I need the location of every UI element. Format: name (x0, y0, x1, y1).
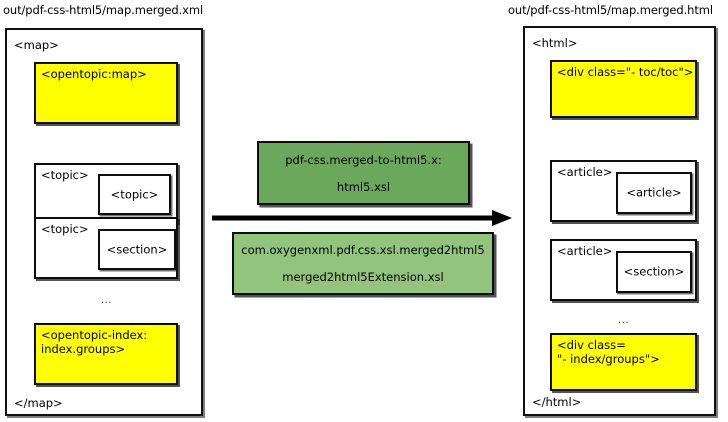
node-article-1-child-label: <article> (626, 185, 682, 200)
left-ellipsis: ... (101, 295, 113, 306)
node-topic-1-label: <topic> (41, 168, 89, 182)
right-root-close-tag: </html> (532, 395, 582, 409)
node-article-1: <article> <article> (550, 160, 697, 222)
node-div-toc-label: <div class="- toc/toc"> (557, 65, 694, 79)
output-html-panel: <html> <div class="- toc/toc"> <article>… (523, 26, 716, 416)
node-topic-2-child: <section> (98, 229, 176, 270)
left-root-close-tag: </map> (14, 396, 63, 410)
node-topic-1-child: <topic> (98, 174, 171, 215)
node-opentopic-map: <opentopic:map> (34, 62, 178, 124)
transform-1-line-1: pdf-css.merged-to-html5.x: (285, 152, 442, 167)
transform-2-line-1: com.oxygenxml.pdf.css.xsl.merged2html5 (241, 243, 485, 257)
transform-stylesheet-box-1: pdf-css.merged-to-html5.x: html5.xsl (257, 141, 470, 205)
node-article-1-label: <article> (557, 165, 613, 179)
node-article-2-child-label: <section> (623, 264, 685, 279)
node-opentopic-index: <opentopic-index: index.groups> (34, 323, 178, 385)
transform-1-line-2: html5.xsl (336, 179, 391, 194)
transform-stylesheet-box-2: com.oxygenxml.pdf.css.xsl.merged2html5 m… (232, 232, 494, 295)
node-topic-2-label: <topic> (41, 222, 89, 236)
node-opentopic-index-label: <opentopic-index: index.groups> (41, 328, 148, 356)
node-article-1-child: <article> (616, 172, 692, 214)
left-document-caption: out/pdf-css-html5/map.merged.xml (3, 3, 204, 17)
node-opentopic-map-label: <opentopic:map> (41, 67, 147, 81)
right-ellipsis: ... (618, 315, 630, 326)
right-document-caption: out/pdf-css-html5/map.merged.html (508, 3, 713, 17)
transform-2-line-2: merged2html5Extension.xsl (282, 270, 444, 284)
node-topic-1-child-label: <topic> (110, 186, 159, 201)
node-topic-2: <topic> <section> (34, 217, 178, 279)
source-xml-panel: <map> <opentopic:map> <topic> <topic> <t… (5, 28, 203, 416)
node-topic-1: <topic> <topic> (34, 163, 178, 223)
transformation-arrow (212, 210, 512, 226)
node-article-2-child: <section> (616, 251, 692, 293)
node-article-2: <article> <section> (550, 239, 697, 301)
node-topic-2-child-label: <section> (106, 241, 168, 256)
node-article-2-label: <article> (557, 244, 613, 258)
left-root-open-tag: <map> (14, 38, 59, 52)
node-div-index-groups: <div class= "- index/groups"> (550, 333, 697, 391)
node-div-index-groups-label: <div class= "- index/groups"> (557, 338, 660, 366)
right-root-open-tag: <html> (532, 36, 578, 50)
node-div-toc: <div class="- toc/toc"> (550, 60, 697, 118)
